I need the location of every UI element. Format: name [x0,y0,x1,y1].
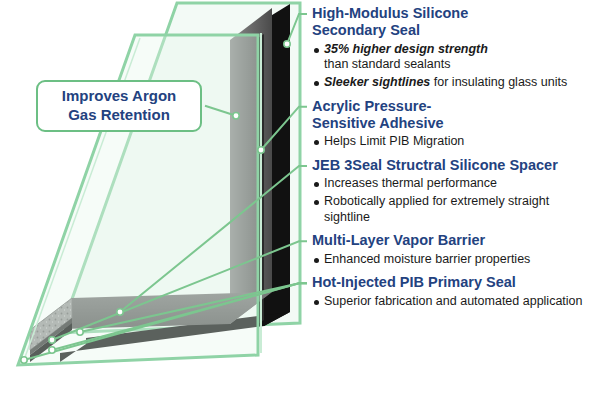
bullet-item: Robotically applied for extremely straig… [312,194,596,225]
callout-group: Acrylic Pressure-Sensitive AdhesiveHelps… [312,98,596,150]
bullet-dot [314,182,319,187]
callout-heading: JEB 3Seal Structral Silicone Spacer [312,157,596,174]
bullet-dot [314,81,319,86]
leader-line [287,14,307,44]
leader-end [49,347,55,353]
leader-line [261,107,307,150]
leader-line [205,106,236,116]
leader-line [80,283,307,332]
bullet-dot [314,258,319,263]
bullet-text: than standard sealants [324,57,596,73]
leader-line [52,283,307,350]
bullet-dot [314,140,319,145]
callout-group: JEB 3Seal Structral Silicone SpacerIncre… [312,157,596,225]
callout-heading: Hot-Injected PIB Primary Seal [312,274,596,291]
bullet-text: Helps Limit PIB Migration [324,134,464,148]
callout-heading: Acrylic Pressure-Sensitive Adhesive [312,98,487,133]
leader-end [49,337,55,343]
leader-end [258,147,264,153]
bullet-dot [314,48,319,53]
callout-text: Improves Argon Gas Retention [49,87,189,125]
callout-heading: High-Modulus Silicone Secondary Seal [312,5,502,40]
bullet-text: Enhanced moisture barrier properties [324,252,530,266]
leader-end [233,113,239,119]
bullet-item: Increases thermal performance [312,176,596,192]
callout-box: Improves Argon Gas Retention [36,80,202,132]
callout-group: High-Modulus Silicone Secondary Seal35% … [312,5,596,91]
leader-end [284,41,290,47]
leader-end [21,357,27,363]
bullet-dot [314,300,319,305]
bullet-item: 35% higher design strengththan standard … [312,42,596,73]
bullet-item: Sleeker sightlines for insulating glass u… [312,75,596,91]
leader-line [24,283,307,360]
callout-group: Multi-Layer Vapor BarrierEnhanced moistu… [312,232,596,267]
callout-column: High-Modulus Silicone Secondary Seal35% … [312,5,596,309]
leader-end [77,329,83,335]
callout-heading: Multi-Layer Vapor Barrier [312,232,596,249]
bullet-text: Robotically applied for extremely straig… [324,194,549,224]
bullet-dot [314,200,319,205]
leader-line [120,166,307,312]
bullet-item: Superior fabrication and automated appli… [312,294,596,310]
leader-end [117,309,123,315]
callout-group: Hot-Injected PIB Primary SealSuperior fa… [312,274,596,309]
leader-line [52,241,307,340]
bullet-text: for insulating glass units [434,75,567,89]
bullet-item: Enhanced moisture barrier properties [312,252,596,268]
front-glass-pane [18,35,258,365]
bullet-text: Superior fabrication and automated appli… [324,294,583,308]
bullet-text: 35% higher design strength [324,42,596,58]
glass-edge-highlight [260,33,262,353]
bullet-item: Helps Limit PIB Migration [312,134,596,150]
bullet-text: Increases thermal performance [324,176,497,190]
bullet-text: Sleeker sightlines [324,75,430,89]
